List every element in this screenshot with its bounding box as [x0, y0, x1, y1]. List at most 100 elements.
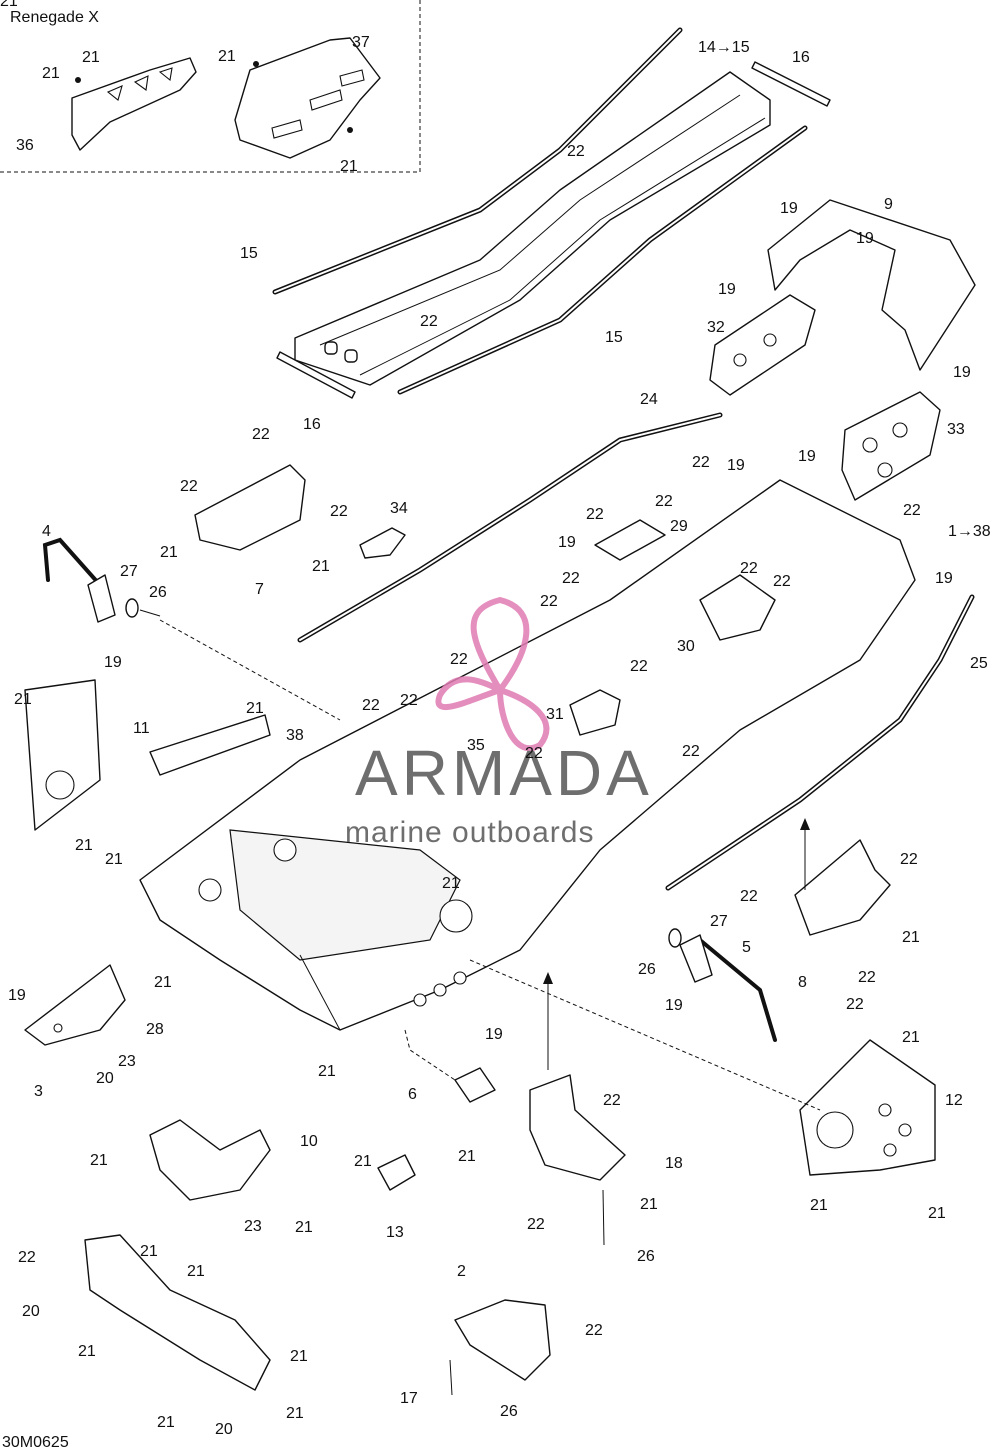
watermark: ARMADA marine outboards — [345, 596, 653, 849]
callout-number: 21 — [902, 1029, 920, 1046]
screw-marker — [347, 127, 353, 133]
lower-parts — [84, 1067, 626, 1396]
watermark-tagline: marine outboards — [345, 816, 594, 849]
callout-number: 22 — [846, 996, 864, 1013]
callout-number: 17 — [400, 1390, 418, 1407]
callout-number: 34 — [390, 500, 408, 517]
callout-number: 19 — [718, 281, 736, 298]
callout-number: 22 — [450, 651, 468, 668]
part-16-strip-right — [751, 61, 831, 107]
callout-number: 21 — [140, 1243, 158, 1260]
callout-number: 21 — [640, 1196, 658, 1213]
callout-number: 35 — [467, 737, 485, 754]
callout-number: 26 — [638, 961, 656, 978]
callout-number: 26 — [637, 1248, 655, 1265]
tunnel-top-panel — [294, 71, 771, 386]
callout-number: 21 — [318, 1063, 336, 1080]
callout-number: 29 — [670, 518, 688, 535]
callout-number: 21 — [246, 700, 264, 717]
callout-number: 22 — [773, 573, 791, 590]
callout-number: 21 — [290, 1348, 308, 1365]
callout-number: 19 — [953, 364, 971, 381]
callout-number: 23 — [244, 1218, 262, 1235]
callout-number: 20 — [96, 1070, 114, 1087]
part-27-washer — [125, 598, 139, 618]
part-12-plate — [799, 1039, 936, 1176]
rail-highlight — [299, 414, 721, 641]
right-upper-brackets — [709, 199, 976, 501]
callout-number: 21 — [154, 974, 172, 991]
plate-hole — [45, 770, 75, 800]
part-33-plate — [841, 391, 941, 501]
callout-number: 21 — [902, 929, 920, 946]
callout-number: 21 — [312, 558, 330, 575]
callout-number: 4 — [42, 523, 51, 540]
callout-number: 22 — [525, 745, 543, 762]
plate-hole — [862, 437, 878, 453]
callout-number: 21 — [458, 1148, 476, 1165]
callout-number: 22 — [252, 426, 270, 443]
callout-number: 14→15 — [698, 39, 750, 56]
callout-number: 26 — [149, 584, 167, 601]
part-26-bolt — [449, 1359, 453, 1396]
callout-number: 22 — [562, 570, 580, 587]
renegade-x-inset: Renegade X — [0, 0, 421, 173]
callout-number: 15 — [240, 245, 258, 262]
callout-number: 11 — [133, 720, 150, 737]
callout-number: 23 — [118, 1053, 136, 1070]
callout-number: 21 — [354, 1153, 372, 1170]
callout-number: 22 — [630, 658, 648, 675]
callout-number: 31 — [546, 706, 564, 723]
plate-hole — [763, 333, 777, 347]
callout-number: 3 — [34, 1083, 43, 1100]
part-36-bracket — [71, 57, 197, 151]
plate-hole — [816, 1111, 854, 1149]
callout-number: 33 — [947, 421, 965, 438]
chassis-hole — [439, 899, 473, 933]
callout-number: 21 — [78, 1343, 96, 1360]
left-side-plate — [24, 679, 101, 831]
callout-number: 22 — [362, 697, 380, 714]
callout-number: 22 — [527, 1216, 545, 1233]
arrow-head — [800, 818, 810, 830]
tunnel-crease — [319, 94, 741, 346]
callout-number: 21 — [42, 65, 60, 82]
part-3-support — [24, 964, 126, 1046]
arrow-head — [543, 972, 553, 984]
callout-number: 19 — [8, 987, 26, 1004]
callout-number: 19 — [104, 654, 122, 671]
callout-number: 22 — [740, 560, 758, 577]
part-9-brace — [767, 199, 976, 371]
callout-number: 22 — [420, 313, 438, 330]
callout-number: 28 — [146, 1021, 164, 1038]
part-32-plate — [709, 294, 816, 396]
plate-hole — [892, 422, 908, 438]
callout-number: 19 — [665, 997, 683, 1014]
tunnel-bumper — [344, 349, 358, 363]
callout-number: 22 — [692, 454, 710, 471]
part-2-bracket — [84, 1234, 271, 1391]
callout-number: 18 — [665, 1155, 683, 1172]
plate-hole — [733, 353, 747, 367]
callout-number: 21 — [340, 158, 358, 175]
callout-number: 22 — [682, 743, 700, 760]
callout-number: 19 — [780, 200, 798, 217]
part-31-block — [569, 689, 621, 736]
part-10-bracket — [149, 1119, 271, 1201]
callout-number: 22 — [655, 493, 673, 510]
part-17-bracket — [454, 1299, 551, 1381]
callout-number: 19 — [856, 230, 874, 247]
main-chassis — [139, 464, 916, 1031]
callout-number: 19 — [935, 570, 953, 587]
callout-number: 22 — [740, 888, 758, 905]
part-5-mount — [679, 934, 713, 983]
watermark-brand: ARMADA — [355, 737, 653, 809]
callout-number: 36 — [16, 137, 34, 154]
part-4-mount — [87, 574, 116, 623]
chassis-hole — [453, 971, 467, 985]
tunnel-crease — [359, 117, 766, 376]
left-side-parts — [24, 537, 271, 1046]
callout-number: 32 — [707, 319, 725, 336]
callout-number: 24 — [640, 391, 658, 408]
part-37-bracket — [234, 37, 381, 159]
